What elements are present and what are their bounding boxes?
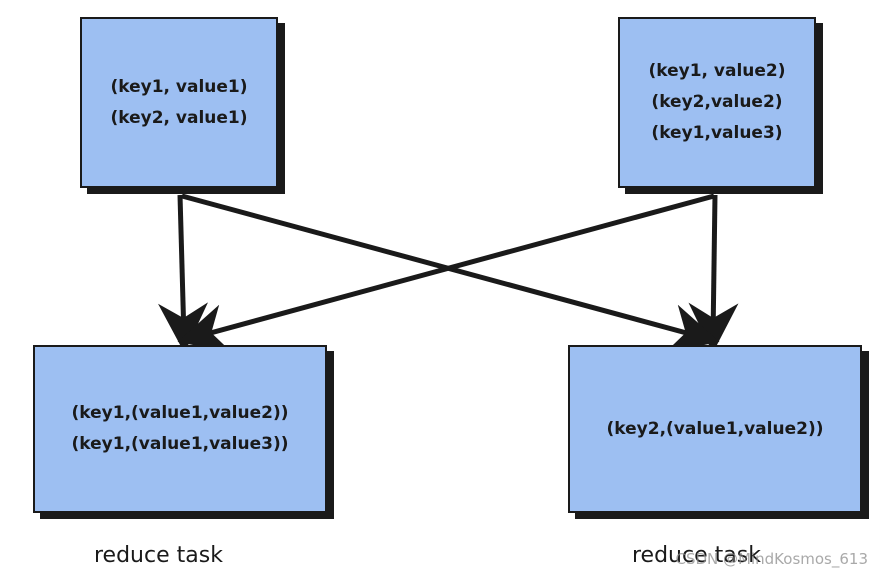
pair-line: (key1, value1) <box>110 76 248 97</box>
grouped-pair-line: (key1,(value1,value2)) <box>71 403 289 423</box>
grouped-pair-line: (key2,(value1,value2)) <box>606 418 824 439</box>
arrow-right-to-left <box>177 193 715 353</box>
reduce-task-caption-left: reduce task <box>94 543 223 568</box>
reduce-input-box-1: (key1,(value1,value2)) (key1,(value1,val… <box>33 345 327 513</box>
pair-line: (key2,value2) <box>651 92 783 112</box>
watermark: CSDN @MindKosmos_613 <box>675 550 869 568</box>
pair-line: (key1,value3) <box>651 123 783 143</box>
reduce-input-box-2: (key2,(value1,value2)) <box>568 345 862 513</box>
map-output-box-1: (key1, value1) (key2, value1) <box>80 17 278 188</box>
map-output-box-2: (key1, value2) (key2,value2) (key1,value… <box>618 17 816 188</box>
pair-line: (key2, value1) <box>110 107 248 128</box>
reduce-task-caption-right: reduce task <box>632 543 761 568</box>
grouped-pair-line: (key1,(value1,value3)) <box>71 434 289 454</box>
arrow-left-down <box>158 194 209 353</box>
pair-line: (key1, value2) <box>648 61 786 81</box>
arrow-right-down <box>688 194 739 353</box>
